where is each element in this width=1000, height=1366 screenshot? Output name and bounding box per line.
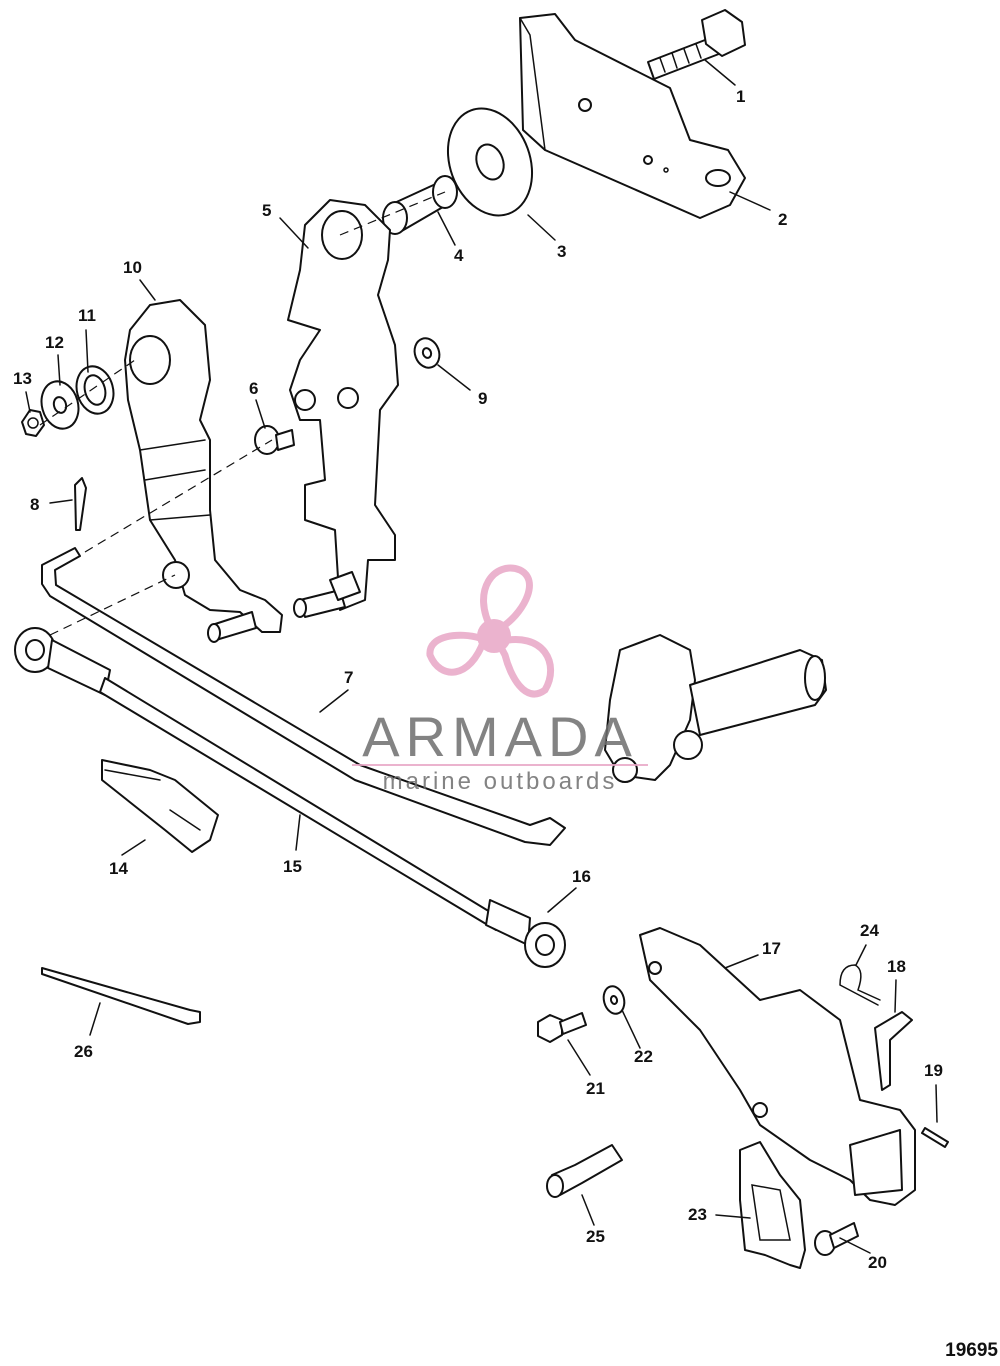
callout-24: 24 <box>860 921 879 940</box>
callout-1: 1 <box>736 87 745 106</box>
part-17-control-housing <box>639 927 916 1206</box>
callout-20: 20 <box>868 1253 887 1272</box>
callout-17: 17 <box>762 939 781 958</box>
propeller-logo-icon <box>426 564 555 698</box>
part-3-large-washer <box>446 107 534 217</box>
part-21-bolt <box>537 1012 587 1043</box>
part-13-nut <box>21 409 45 437</box>
part-1-bolt <box>647 9 746 80</box>
assembly-dash-lines <box>39 191 446 636</box>
watermark-tagline: marine outboards <box>383 768 618 795</box>
throttle-shaft-assembly <box>604 634 827 783</box>
callout-6: 6 <box>249 379 258 398</box>
callout-16: 16 <box>572 867 591 886</box>
part-8-cotter-pin <box>74 477 87 531</box>
armada-watermark: ARMADA marine outboards <box>352 564 648 795</box>
callout-12: 12 <box>45 333 64 352</box>
part-14-retainer-clip <box>101 759 219 853</box>
callout-4: 4 <box>454 246 464 265</box>
callout-26: 26 <box>74 1042 93 1061</box>
part-6-screw <box>254 425 295 455</box>
part-20-screw <box>814 1222 859 1256</box>
part-9-small-washer <box>413 337 441 369</box>
part-2-bracket-plate <box>519 13 746 219</box>
part-25-stud <box>546 1144 623 1198</box>
part-19-pin <box>921 1127 949 1148</box>
part-5-stud <box>293 571 361 618</box>
callout-13: 13 <box>13 369 32 388</box>
callout-2: 2 <box>778 210 787 229</box>
part-4-spacer-sleeve <box>382 175 458 235</box>
part-5-cam-plate <box>287 199 399 611</box>
watermark-brand: ARMADA <box>362 705 638 768</box>
part-10-throttle-arm <box>124 299 283 633</box>
callout-23: 23 <box>688 1205 707 1224</box>
part-10-ball-stud <box>162 561 257 643</box>
callout-19: 19 <box>924 1061 943 1080</box>
callout-15: 15 <box>283 857 302 876</box>
part-16-cable-end-top <box>14 627 111 696</box>
figure-id: 19695 <box>945 1340 998 1361</box>
part-23-lever <box>739 1141 806 1269</box>
callout-25: 25 <box>586 1227 605 1246</box>
callout-7: 7 <box>344 668 353 687</box>
part-11-washer <box>75 365 115 415</box>
callout-labels: 1 2 3 4 5 6 7 8 9 10 11 12 13 14 15 16 1… <box>13 87 943 1272</box>
part-22-washer <box>602 985 626 1015</box>
callout-21: 21 <box>586 1079 605 1098</box>
callout-10: 10 <box>123 258 142 277</box>
part-26-cable-tie <box>41 967 201 1025</box>
callout-18: 18 <box>887 957 906 976</box>
part-18-detent-spring <box>874 1011 913 1091</box>
callout-5: 5 <box>262 201 271 220</box>
callout-9: 9 <box>478 389 487 408</box>
part-24-hairpin-clip <box>839 964 881 1006</box>
callout-14: 14 <box>109 859 128 878</box>
callout-22: 22 <box>634 1047 653 1066</box>
leader-lines <box>25 59 938 1254</box>
part-7-link-rod <box>41 547 566 846</box>
callout-11: 11 <box>78 306 96 325</box>
part-12-washer <box>40 380 80 430</box>
callout-8: 8 <box>30 495 39 514</box>
part-16-cable-end <box>485 899 566 968</box>
callout-3: 3 <box>557 242 566 261</box>
